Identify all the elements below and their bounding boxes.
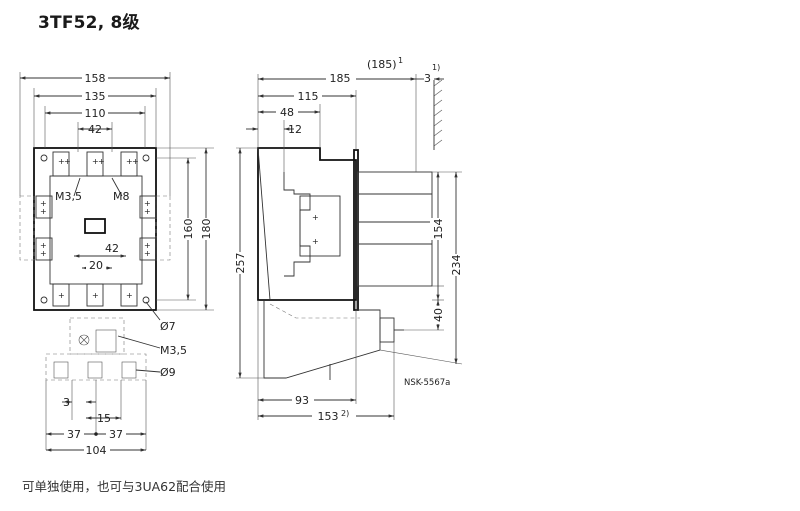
svg-text:+: + <box>132 157 139 166</box>
page-title: 3TF52, 8级 <box>38 13 140 33</box>
dim-154: 154 <box>432 219 445 240</box>
label-dia9: Ø9 <box>160 366 176 379</box>
dim-257: 257 <box>234 253 247 274</box>
dim-110: 110 <box>85 107 106 120</box>
dim-48: 48 <box>280 106 294 119</box>
dim-40: 40 <box>432 308 445 322</box>
dim-115: 115 <box>298 90 319 103</box>
dim-20: 20 <box>89 259 103 272</box>
dim-37-left: 37 <box>67 428 81 441</box>
dim-234: 234 <box>450 255 463 276</box>
svg-text:+: + <box>312 237 319 246</box>
svg-text:+: + <box>144 199 151 208</box>
svg-text:+: + <box>144 249 151 258</box>
label-dia7: Ø7 <box>160 320 176 333</box>
front-outer-frame <box>33 147 157 311</box>
side-body <box>257 147 357 301</box>
side-view: + + <box>232 56 464 423</box>
svg-text:+: + <box>98 157 105 166</box>
label-m8: M8 <box>113 190 130 203</box>
dim-42-mid: 42 <box>105 242 119 255</box>
dim-180: 180 <box>200 219 213 240</box>
dim-160: 160 <box>182 219 195 240</box>
svg-text:+: + <box>40 249 47 258</box>
svg-text:+: + <box>64 157 71 166</box>
dim-158: 158 <box>85 72 106 85</box>
footer-note: 可单独使用，也可与3UA62配合使用 <box>22 479 227 494</box>
label-m35-bottom: M3,5 <box>160 344 187 357</box>
dim-3-front: 3 <box>63 396 70 409</box>
svg-text:+: + <box>92 291 99 300</box>
svg-text:+: + <box>40 199 47 208</box>
dim-93: 93 <box>295 394 309 407</box>
svg-text:+: + <box>126 157 133 166</box>
svg-text:+: + <box>40 241 47 250</box>
dim-185: 185 <box>330 72 351 85</box>
svg-text:+: + <box>40 207 47 216</box>
dim-37-right: 37 <box>109 428 123 441</box>
footnote-1b: 1) <box>432 63 440 72</box>
front-view: ++ ++ ++ ++ ++ ++ ++ +++ <box>19 72 214 457</box>
svg-text:+: + <box>312 213 319 222</box>
svg-text:+: + <box>58 157 65 166</box>
dim-104: 104 <box>86 444 107 457</box>
dim-135: 135 <box>85 90 106 103</box>
svg-text:+: + <box>144 207 151 216</box>
dim-15: 15 <box>97 412 111 425</box>
footnote-1a: 1 <box>398 56 403 65</box>
dim-153: 153 <box>318 410 339 423</box>
svg-text:+: + <box>92 157 99 166</box>
svg-text:+: + <box>126 291 133 300</box>
dim-42-top: 42 <box>88 123 102 136</box>
footnote-2: 2) <box>341 409 349 418</box>
dim-185-paren: (185) <box>367 58 397 71</box>
dim-12: 12 <box>288 123 302 136</box>
svg-text:+: + <box>58 291 65 300</box>
dim-3-side: 3 <box>424 72 431 85</box>
svg-text:+: + <box>144 241 151 250</box>
label-m35: M3,5 <box>55 190 82 203</box>
drawing-reference: NSK-5567a <box>404 378 450 388</box>
